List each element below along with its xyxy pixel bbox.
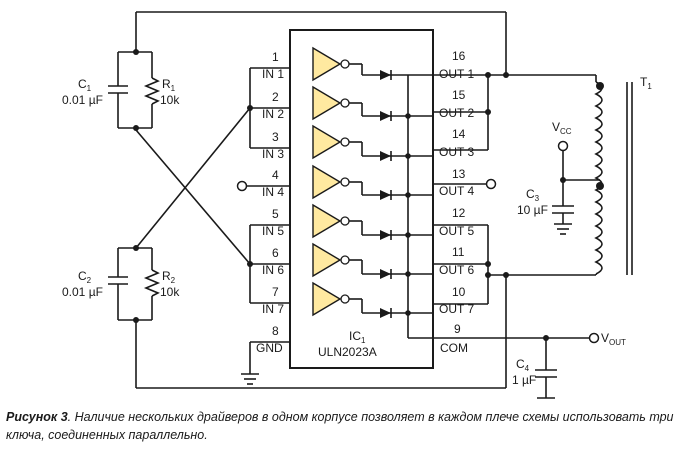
input-pin-number: 5 bbox=[272, 207, 279, 221]
input-pin-number: 1 bbox=[272, 50, 279, 64]
vout-label: VOUT bbox=[601, 331, 626, 347]
output-pin-number: 12 bbox=[452, 206, 466, 220]
input-pin-stubs bbox=[245, 67, 290, 343]
gnd-pin-number: 8 bbox=[272, 324, 279, 338]
c1-value: 0.01 µF bbox=[62, 93, 103, 107]
rc-network-top bbox=[108, 12, 161, 131]
input-pin-label: IN 1 bbox=[262, 67, 284, 81]
output-pin-stubs bbox=[433, 74, 546, 339]
output-pin-label: OUT 1 bbox=[439, 67, 474, 81]
input-pin-number: 3 bbox=[272, 130, 279, 144]
r1-label: R1 bbox=[162, 77, 176, 93]
r2-value: 10k bbox=[160, 285, 180, 299]
com-pin-label: COM bbox=[440, 341, 468, 355]
r1-value: 10k bbox=[160, 93, 180, 107]
vout-filter bbox=[535, 332, 600, 399]
input-pin-number: 6 bbox=[272, 246, 279, 260]
ic-designator: IC1 bbox=[349, 329, 366, 345]
c1-label: C1 bbox=[78, 77, 92, 93]
input-pin-label: IN 6 bbox=[262, 263, 284, 277]
driver-stages bbox=[312, 46, 433, 339]
in4-terminal bbox=[236, 180, 248, 192]
caption-lead: Рисунок 3 bbox=[6, 410, 68, 424]
output-pin-label: OUT 5 bbox=[439, 224, 474, 238]
figure-caption: Рисунок 3. Наличие нескольких драйверов … bbox=[6, 408, 694, 444]
input-pin-label: IN 3 bbox=[262, 147, 284, 161]
output-pin-label: OUT 6 bbox=[439, 263, 474, 277]
input-pin-label: IN 4 bbox=[262, 185, 284, 199]
ic-part-number: ULN2023A bbox=[318, 345, 377, 359]
vcc-label: VCC bbox=[552, 120, 572, 136]
output-pin-label: OUT 2 bbox=[439, 106, 474, 120]
output-pin-label: OUT 7 bbox=[439, 302, 474, 316]
output-pin-label: OUT 3 bbox=[439, 145, 474, 159]
c3-label: C3 bbox=[526, 187, 540, 203]
rc-network-bottom bbox=[108, 245, 161, 388]
c2-value: 0.01 µF bbox=[62, 285, 103, 299]
input-pin-number: 4 bbox=[272, 168, 279, 182]
c3-value: 10 µF bbox=[517, 203, 548, 217]
output-pin-number: 13 bbox=[452, 167, 466, 181]
t1-label: T1 bbox=[640, 75, 652, 91]
c4-value: 1 µF bbox=[512, 373, 536, 387]
output-pin-number: 16 bbox=[452, 49, 466, 63]
circuit-schematic: IC1 ULN2023A 1 IN 1 2 IN 2 3 IN 3 4 IN 4… bbox=[62, 11, 652, 399]
input-pin-label: IN 2 bbox=[262, 107, 284, 121]
input-pin-label: IN 5 bbox=[262, 224, 284, 238]
output-pin-number: 15 bbox=[452, 88, 466, 102]
output-pin-number: 11 bbox=[452, 245, 465, 259]
transformer-t1 bbox=[560, 75, 633, 275]
output-pin-label: OUT 4 bbox=[439, 184, 474, 198]
input-pin-number: 7 bbox=[272, 285, 279, 299]
out4-terminal bbox=[485, 178, 497, 190]
output-pin-number: 14 bbox=[452, 127, 466, 141]
c4-label: C4 bbox=[516, 357, 530, 373]
vcc-decoupling bbox=[552, 140, 574, 235]
ic-body bbox=[289, 29, 434, 369]
input-pin-number: 2 bbox=[272, 90, 279, 104]
input-pin-label: IN 7 bbox=[262, 302, 284, 316]
c2-label: C2 bbox=[78, 269, 92, 285]
input-bus-wiring bbox=[135, 68, 253, 303]
gnd-symbol bbox=[241, 342, 259, 385]
output-bus-wiring bbox=[485, 72, 596, 304]
feedback-loop-wires bbox=[136, 11, 507, 389]
gnd-pin-label: GND bbox=[256, 341, 283, 355]
com-pin-number: 9 bbox=[454, 322, 461, 336]
caption-text: . Наличие нескольких драйверов в одном к… bbox=[6, 410, 674, 442]
output-pin-number: 10 bbox=[452, 285, 466, 299]
r2-label: R2 bbox=[162, 269, 176, 285]
